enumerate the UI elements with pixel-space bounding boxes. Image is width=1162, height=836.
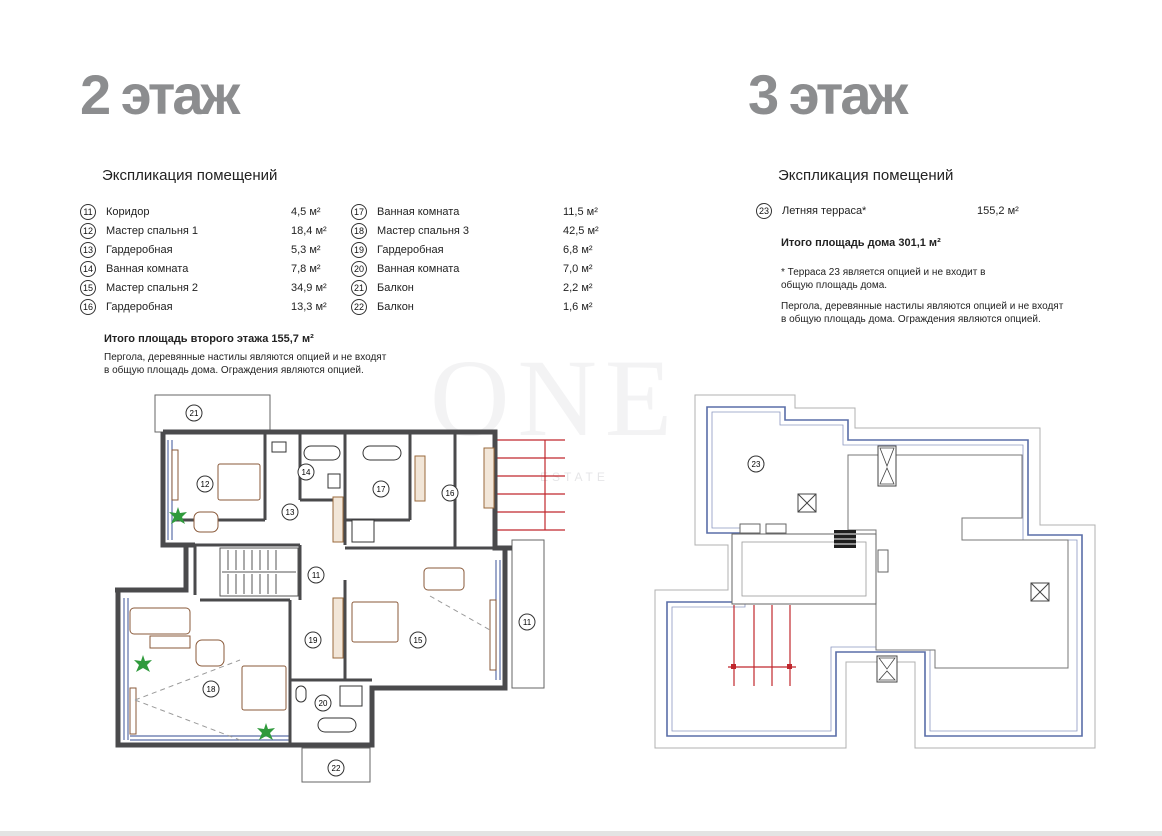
plan-label: 17 — [377, 485, 386, 494]
room-name: Гардеробная — [106, 244, 173, 256]
room-number-badge: 17 — [351, 204, 367, 220]
plan-label: 15 — [414, 636, 423, 645]
room-name: Мастер спальня 3 — [377, 225, 470, 237]
floor3-room-list: 23 Летняя терраса* 155,2 м² — [756, 203, 1026, 222]
room-row: 21 Балкон 2,2 м² — [351, 280, 611, 299]
room-area: 42,5 м² — [563, 225, 599, 237]
room-number-badge: 20 — [351, 261, 367, 277]
room-area: 6,8 м² — [563, 244, 593, 256]
room-name: Ванная комната — [377, 206, 460, 218]
room-number-badge: 14 — [80, 261, 96, 277]
room-area: 2,2 м² — [563, 282, 593, 294]
room-number-badge: 23 — [756, 203, 772, 219]
room-number-badge: 22 — [351, 299, 367, 315]
room-number-badge: 16 — [80, 299, 96, 315]
room-name: Летняя терраса* — [782, 205, 867, 217]
room-row: 15 Мастер спальня 2 34,9 м² — [80, 280, 330, 299]
plan-label: 21 — [190, 409, 199, 418]
floor3-plan: 23 — [654, 394, 1096, 749]
room-area: 13,3 м² — [291, 301, 327, 313]
plan-label: 22 — [332, 764, 341, 773]
room-row: 20 Ванная комната 7,0 м² — [351, 261, 611, 280]
room-number-badge: 11 — [80, 204, 96, 220]
room-row: 16 Гардеробная 13,3 м² — [80, 299, 330, 318]
bottom-divider — [0, 831, 1162, 836]
room-area: 5,3 м² — [291, 244, 321, 256]
room-name: Мастер спальня 2 — [106, 282, 199, 294]
floor2-note: Пергола, деревянные настилы являются опц… — [104, 351, 434, 377]
floor3-explication-title: Экспликация помещений — [778, 167, 954, 184]
floor3-note-line: Пергола, деревянные настилы являются опц… — [781, 301, 1064, 312]
room-name: Гардеробная — [106, 301, 173, 313]
room-number-badge: 21 — [351, 280, 367, 296]
room-row: 18 Мастер спальня 3 42,5 м² — [351, 223, 611, 242]
floor2-explication-title: Экспликация помещений — [102, 167, 278, 184]
floor2-total-area: Итого площадь второго этажа 155,7 м² — [104, 333, 314, 345]
room-name: Гардеробная — [377, 244, 444, 256]
room-name: Мастер спальня 1 — [106, 225, 199, 237]
room-row: 19 Гардеробная 6,8 м² — [351, 242, 611, 261]
plan-label: 19 — [309, 636, 318, 645]
room-name: Ванная комната — [377, 263, 460, 275]
room-number-badge: 13 — [80, 242, 96, 258]
floor2-note-line: Пергола, деревянные настилы являются опц… — [104, 352, 387, 363]
plan-label: 18 — [207, 685, 216, 694]
plan-label: 20 — [319, 699, 328, 708]
room-area: 155,2 м² — [977, 205, 1019, 217]
room-area: 11,5 м² — [563, 206, 598, 218]
room-number-badge: 19 — [351, 242, 367, 258]
floor3-total-area: Итого площадь дома 301,1 м² — [781, 237, 941, 249]
room-area: 7,0 м² — [563, 263, 593, 275]
room-number-badge: 18 — [351, 223, 367, 239]
plan-label: 23 — [752, 460, 761, 469]
floor3-footnote-line: * Терраса 23 является опцией и не входит… — [781, 267, 986, 278]
plan-label: 11 — [312, 571, 321, 580]
floor3-note: Пергола, деревянные настилы являются опц… — [781, 300, 1121, 326]
room-row: 12 Мастер спальня 1 18,4 м² — [80, 223, 330, 242]
floor2-plan: 21 12 14 13 17 16 11 11 15 19 18 20 22 — [115, 394, 565, 783]
watermark-subtext: ESTATE — [540, 470, 609, 484]
floor2-note-line: в общую площадь дома. Ограждения являютс… — [104, 365, 364, 376]
room-name: Ванная комната — [106, 263, 189, 275]
plan-label: 16 — [446, 489, 455, 498]
floor2-title: 2 этаж — [80, 63, 240, 126]
floor2-room-labels: 21 12 14 13 17 16 11 11 15 19 18 20 22 — [185, 404, 536, 777]
room-area: 7,8 м² — [291, 263, 321, 275]
room-name: Коридор — [106, 206, 150, 218]
room-area: 1,6 м² — [563, 301, 593, 313]
plan-label: 11 — [523, 618, 532, 627]
plan-label: 14 — [302, 468, 311, 477]
floor3-footnote: * Терраса 23 является опцией и не входит… — [781, 266, 1111, 292]
floor3-title: 3 этаж — [748, 63, 908, 126]
floor3-footnote-line: общую площадь дома. — [781, 280, 888, 291]
room-area: 34,9 м² — [291, 282, 327, 294]
room-number-badge: 12 — [80, 223, 96, 239]
room-number-badge: 15 — [80, 280, 96, 296]
plan-label: 12 — [201, 480, 210, 489]
room-area: 18,4 м² — [291, 225, 327, 237]
room-name: Балкон — [377, 301, 414, 313]
room-row: 14 Ванная комната 7,8 м² — [80, 261, 330, 280]
room-row: 22 Балкон 1,6 м² — [351, 299, 611, 318]
floor3-note-line: в общую площадь дома. Ограждения являютс… — [781, 314, 1041, 325]
room-row: 17 Ванная комната 11,5 м² — [351, 204, 611, 223]
room-name: Балкон — [377, 282, 414, 294]
room-row: 23 Летняя терраса* 155,2 м² — [756, 203, 1026, 222]
floor2-room-list-left: 11 Коридор 4,5 м² 12 Мастер спальня 1 18,4 м… — [80, 204, 330, 318]
room-row: 13 Гардеробная 5,3 м² — [80, 242, 330, 261]
room-row: 11 Коридор 4,5 м² — [80, 204, 330, 223]
plan-label: 13 — [286, 508, 295, 517]
room-area: 4,5 м² — [291, 206, 321, 218]
